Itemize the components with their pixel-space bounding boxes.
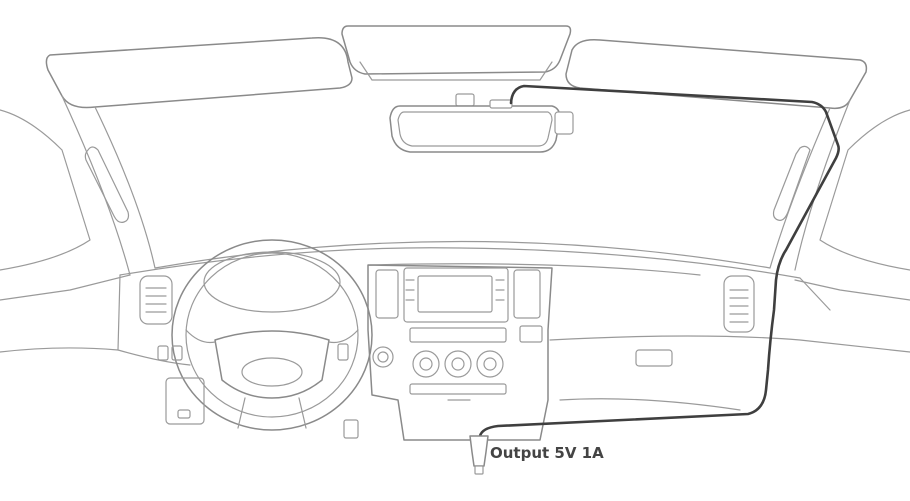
steering-wheel-inner — [185, 252, 359, 418]
climate-knob-3-center — [483, 357, 497, 371]
dash-cam — [554, 111, 574, 135]
left-panel-button — [177, 409, 191, 419]
steering-wheel-outer — [171, 239, 373, 431]
charger-tip — [474, 465, 484, 475]
right-console-vent — [513, 269, 541, 319]
right-vent-slats — [729, 289, 749, 323]
dashboard-contour — [117, 263, 701, 366]
hazard-button — [519, 325, 543, 343]
left-console-vent — [375, 269, 399, 319]
left-sun-visor — [45, 36, 353, 109]
wheel-spokes — [185, 329, 359, 429]
cd-slot — [409, 327, 507, 343]
steering-hub — [214, 330, 330, 399]
mirror-inner — [397, 111, 553, 147]
right-air-vent — [723, 275, 755, 333]
left-switch-1 — [157, 345, 169, 361]
climate-knob-2-center — [451, 357, 465, 371]
left-air-vent — [139, 275, 173, 325]
left-side-window — [0, 109, 91, 271]
ignition-inner — [377, 351, 389, 363]
head-unit — [403, 267, 509, 323]
left-vent-slats — [145, 287, 167, 313]
center-console — [367, 264, 553, 441]
left-lower-panel — [165, 377, 205, 425]
car-charger-plug — [469, 435, 489, 467]
instrument-cluster — [203, 251, 341, 313]
power-cable — [478, 84, 840, 438]
right-side-window — [819, 109, 910, 271]
climate-knob-1 — [412, 350, 440, 378]
cam-connector — [489, 99, 513, 109]
dash-lower-line — [0, 335, 910, 353]
output-spec-label: Output 5V 1A — [490, 444, 604, 462]
climate-buttons — [409, 383, 507, 395]
mirror-mount — [455, 93, 475, 107]
head-unit-screen — [417, 275, 493, 313]
right-a-pillar-handle — [772, 145, 811, 221]
ignition — [372, 346, 394, 368]
head-unit-buttons — [405, 279, 505, 301]
right-switch — [337, 343, 349, 361]
rear-view-mirror — [389, 105, 561, 153]
horn-pad — [241, 357, 303, 387]
headliner-center — [341, 25, 572, 75]
climate-knob-3 — [476, 350, 504, 378]
left-switch-2 — [171, 345, 183, 361]
climate-knob-1-center — [419, 357, 433, 371]
glove-box-handle — [635, 349, 673, 367]
climate-knob-2 — [444, 350, 472, 378]
door-line — [0, 274, 910, 301]
right-sun-visor — [565, 38, 868, 110]
glove-box-line — [559, 398, 741, 411]
dashboard-top — [119, 247, 831, 311]
pedal — [343, 419, 359, 439]
left-a-pillar-handle — [84, 146, 130, 223]
windshield-top-edge — [359, 61, 553, 81]
